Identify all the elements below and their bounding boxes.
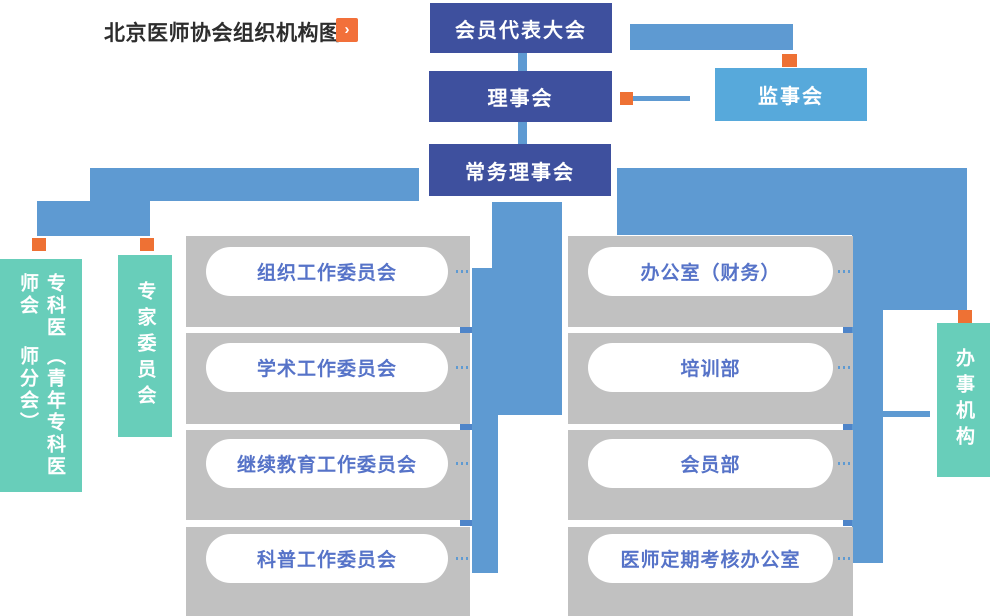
specialist-branch-line1: 专科医师会 bbox=[17, 273, 65, 339]
pill-committee-academic: 学术工作委员会 bbox=[206, 343, 448, 392]
pill-committee-science-popularization: 科普工作委员会 bbox=[206, 534, 448, 583]
connector-assembly-council bbox=[518, 53, 527, 71]
dotted-connector bbox=[456, 366, 470, 369]
connector-right-branch-block bbox=[852, 235, 967, 310]
connector-node-icon bbox=[140, 238, 154, 251]
gap-dash bbox=[460, 424, 472, 430]
connector-left-branch-bar bbox=[90, 168, 419, 201]
connector-right-branch-strip bbox=[852, 310, 883, 563]
chevron-right-icon[interactable]: › bbox=[336, 18, 358, 42]
dotted-connector bbox=[838, 270, 852, 273]
connector-right-branch-bar bbox=[617, 168, 967, 235]
connector-trunk-narrow bbox=[472, 268, 498, 573]
node-council: 理事会 bbox=[429, 71, 612, 122]
dotted-connector bbox=[456, 270, 470, 273]
connector-admin-office-line bbox=[883, 411, 930, 417]
connector-council-supervisory-line bbox=[633, 96, 690, 101]
node-specialist-branch: 专科医师会 （青年专科医师分会） bbox=[0, 259, 82, 492]
connector-node-icon bbox=[32, 238, 46, 251]
connector-assembly-supervisory-bar bbox=[630, 24, 793, 50]
node-standing-council: 常务理事会 bbox=[429, 144, 611, 196]
connector-node-icon bbox=[958, 310, 972, 323]
dotted-connector bbox=[838, 462, 852, 465]
dotted-connector bbox=[456, 462, 470, 465]
gap-dash bbox=[843, 424, 852, 430]
node-member-assembly: 会员代表大会 bbox=[430, 3, 612, 53]
dotted-connector bbox=[838, 557, 852, 560]
specialist-branch-line2: （青年专科医师分会） bbox=[17, 346, 65, 478]
connector-left-branch-step bbox=[37, 201, 150, 236]
pill-department-training: 培训部 bbox=[588, 343, 833, 392]
connector-node-icon bbox=[620, 92, 633, 105]
pill-committee-continuing-education: 继续教育工作委员会 bbox=[206, 439, 448, 488]
page-title: 北京医师协会组织机构图 bbox=[104, 22, 341, 45]
gap-dash bbox=[843, 520, 852, 526]
dotted-connector bbox=[456, 557, 470, 560]
pill-department-office-finance: 办公室（财务） bbox=[588, 247, 833, 296]
pill-department-membership: 会员部 bbox=[588, 439, 833, 488]
node-supervisory-board: 监事会 bbox=[715, 68, 867, 121]
node-admin-office: 办事机构 bbox=[937, 323, 990, 477]
pill-committee-organization: 组织工作委员会 bbox=[206, 247, 448, 296]
pill-department-assessment-office: 医师定期考核办公室 bbox=[588, 534, 833, 583]
connector-council-standing bbox=[518, 122, 527, 144]
dotted-connector bbox=[838, 366, 852, 369]
node-expert-committee: 专家委员会 bbox=[118, 255, 172, 437]
gap-dash bbox=[843, 327, 852, 333]
connector-node-icon bbox=[782, 54, 797, 67]
gap-dash bbox=[460, 520, 472, 526]
connector-trunk-wide bbox=[492, 202, 562, 415]
gap-dash bbox=[460, 327, 472, 333]
